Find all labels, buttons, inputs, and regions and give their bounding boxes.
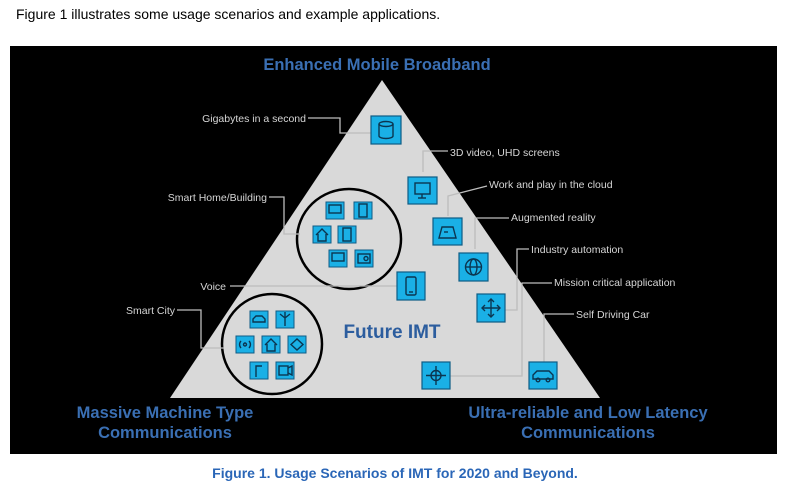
mission-connector (447, 282, 552, 377)
urllc-label-line2: Communications (521, 424, 655, 442)
home-connector (269, 196, 300, 235)
industry-label: Industry automation (531, 244, 623, 256)
mission-label: Mission critical application (554, 277, 676, 289)
monitor-icon (407, 176, 438, 205)
smart-home-circle (295, 187, 403, 291)
mmtc-label-line1: Massive Machine Type (77, 404, 254, 422)
ar-connector (474, 217, 509, 249)
cloud-label: Work and play in the cloud (489, 179, 613, 191)
car-connector (543, 313, 574, 362)
gigabytes-label: Gigabytes in a second (202, 113, 306, 125)
usage-scenarios-diagram: Enhanced Mobile Broadband Massive Machin… (77, 56, 709, 442)
home-door-icon (337, 225, 357, 244)
cloud-connector (447, 185, 488, 216)
home-appliance-icon (354, 249, 374, 268)
car-label: Self Driving Car (576, 309, 650, 321)
city-wireless-icon (235, 335, 255, 354)
video-label: 3D video, UHD screens (450, 147, 560, 159)
city-label: Smart City (126, 305, 176, 317)
voice-label: Voice (200, 281, 226, 293)
urllc-label-line1: Ultra-reliable and Low Latency (468, 404, 708, 422)
home-fridge-icon (353, 201, 373, 220)
city-connector (177, 309, 224, 349)
gigabytes-connector (308, 117, 371, 134)
smart-city-circle (220, 292, 324, 396)
home-house-icon (312, 225, 332, 244)
video-connector (422, 150, 448, 172)
mobile-phone-icon (396, 271, 426, 301)
storage-cylinder-icon (370, 115, 402, 145)
industry-connector (505, 248, 529, 311)
home-tv-icon (328, 249, 348, 268)
city-windmill-icon (275, 310, 295, 329)
intro-text: Figure 1 illustrates some usage scenario… (16, 6, 441, 22)
embb-label: Enhanced Mobile Broadband (263, 56, 490, 74)
future-imt-label: Future IMT (343, 322, 440, 343)
crosshair-icon (421, 361, 451, 390)
gamepad-icon (432, 217, 463, 246)
city-car-icon (249, 310, 269, 329)
mmtc-label-line2: Communications (98, 424, 232, 442)
car-icon (528, 361, 558, 390)
crosshair-arrows-icon (476, 293, 506, 323)
home-label: Smart Home/Building (168, 192, 267, 204)
diagram-panel: Enhanced Mobile Broadband Massive Machin… (10, 46, 777, 454)
home-pc-icon (325, 201, 345, 220)
globe-icon (458, 252, 489, 282)
figure-caption: Figure 1. Usage Scenarios of IMT for 202… (212, 465, 578, 481)
city-camera-icon (275, 361, 295, 380)
city-drone-icon (287, 335, 307, 354)
city-house-icon (261, 335, 281, 354)
city-streetlight-icon (249, 361, 269, 380)
ar-label: Augmented reality (511, 212, 596, 224)
